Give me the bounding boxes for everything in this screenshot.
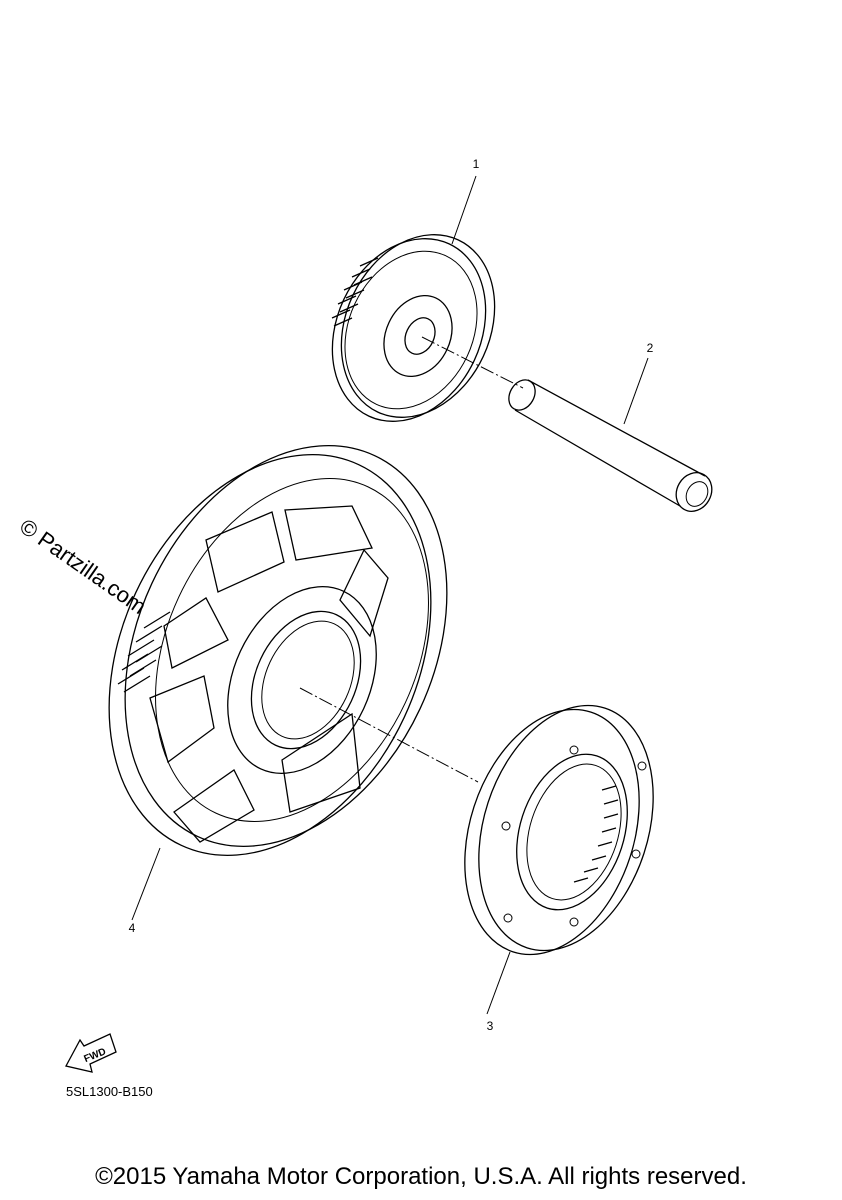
part-4-wheel-gear[interactable] [47, 393, 509, 908]
part-1-idle-gear[interactable] [304, 209, 524, 446]
callout-4: 4 [129, 921, 136, 935]
drawing-code: 5SL1300-B150 [66, 1084, 153, 1099]
callout-3: 3 [487, 1019, 494, 1033]
watermark: © Partzilla.com [15, 514, 151, 620]
reference-lines [299, 336, 524, 783]
fwd-arrow-icon: FWD [65, 1033, 117, 1073]
callout-1: 1 [473, 157, 480, 171]
callout-2: 2 [647, 341, 654, 355]
copyright-notice: ©2015 Yamaha Motor Corporation, U.S.A. A… [95, 1163, 747, 1190]
part-3-starter-clutch[interactable] [435, 683, 683, 977]
part-2-shaft[interactable] [504, 375, 719, 518]
leader-lines [131, 175, 649, 1015]
